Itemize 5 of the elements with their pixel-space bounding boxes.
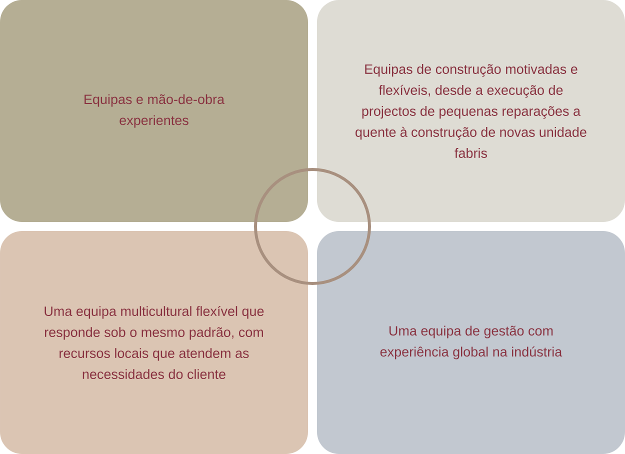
text-box: Equipas e mão-de-obra experientes <box>0 0 308 222</box>
ring-outline <box>254 168 371 285</box>
text-box: Uma equipa multicultural flexível que responde sob o mesmo padrão, com recursos locais que atendem as necessidades do cliente <box>0 230 308 454</box>
text-box: Uma equipa de gestão com experiência global na indústria <box>317 230 625 454</box>
text-box: Equipas de construção motivadas e flexíveis, desde a execução de projectos de pequenas reparações a quente à construção de novas unidade fabris <box>317 0 625 222</box>
